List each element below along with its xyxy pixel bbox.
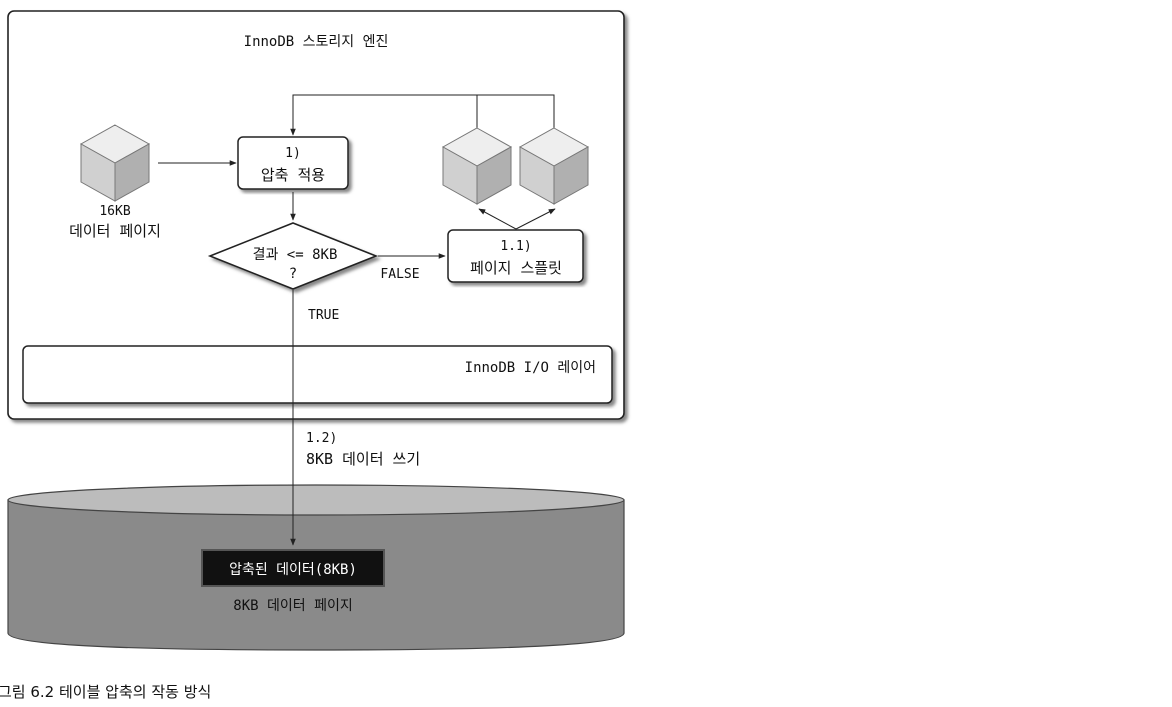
data-page-16kb-label: 데이터 페이지 [69,222,161,240]
compress-step-number: 1) [285,146,301,161]
storage-engine-box [7,10,625,420]
storage-engine-title: InnoDB 스토리지 엔진 [244,34,389,50]
io-layer-label: InnoDB I/O 레이어 [465,360,596,376]
decision-condition: 결과 <= 8KB [253,247,338,263]
data-page-cube-icon [79,124,151,202]
decision-question-mark: ? [289,266,297,282]
arrow-split-to-cube-left [478,208,517,230]
compressed-data-box [201,549,385,587]
data-page-8kb-label: 8KB 데이터 페이지 [233,598,352,614]
compress-step-box [237,136,349,190]
compress-step-label: 압축 적용 [261,166,325,184]
write-step-number: 1.2) [306,431,337,446]
page-split-step-number: 1.1) [500,239,531,254]
retry-loop-line [290,94,555,136]
arrow-split-to-cube-right [515,208,556,230]
true-branch-label: TRUE [308,308,339,323]
io-layer-box [22,345,613,404]
page-split-step-label: 페이지 스플릿 [470,259,562,277]
false-branch-label: FALSE [380,267,419,282]
page-split-step-box [447,229,584,283]
split-page-cube-icon [441,127,513,205]
data-page-16kb-size: 16KB [99,204,130,219]
size-decision-diamond [207,222,379,290]
compressed-data-label: 압축된 데이터(8KB) [229,562,357,578]
write-step-label: 8KB 데이터 쓰기 [306,450,420,468]
split-page-cube-icon [518,127,590,205]
figure-caption: 그림 6.2 테이블 압축의 작동 방식 [0,683,211,701]
